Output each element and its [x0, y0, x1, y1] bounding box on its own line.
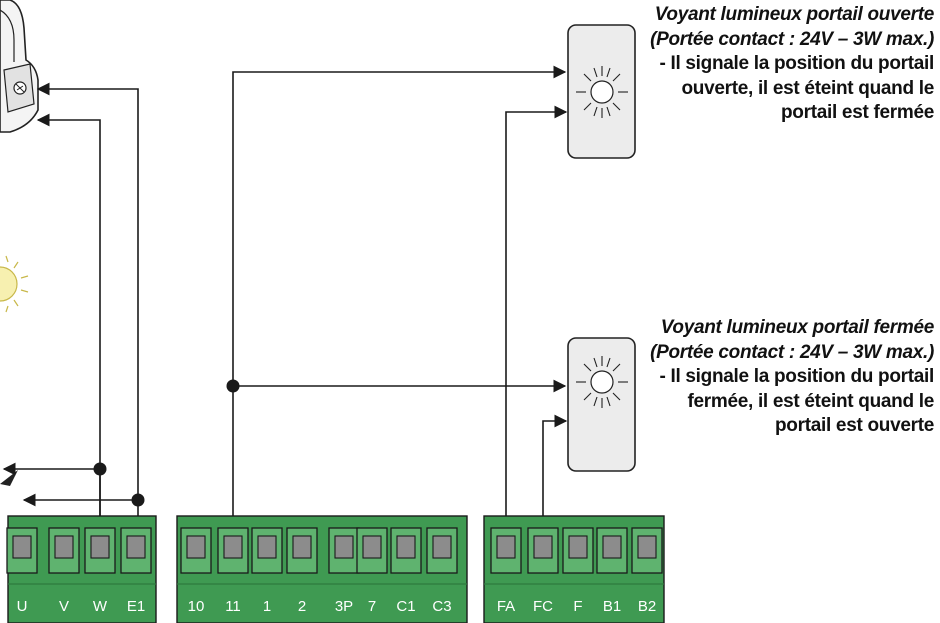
motor-icon	[0, 0, 39, 133]
terminal-screw	[257, 535, 277, 559]
terminal-label-u: U	[17, 598, 28, 615]
terminal-screw	[186, 535, 206, 559]
terminal-label-c1: C1	[396, 598, 415, 615]
lamp-icon	[567, 337, 636, 472]
junction-dots	[93, 379, 240, 507]
terminal-label-1: 1	[263, 598, 271, 615]
terminal-label-b1: B1	[603, 598, 621, 615]
wire-fa-lamp-open	[499, 105, 568, 555]
terminal-screw	[432, 535, 452, 559]
terminal-label-10: 10	[188, 598, 205, 615]
terminal-block-lamps: FA FC F B1 B2	[483, 515, 665, 623]
wire-e1-motor-upper	[36, 82, 139, 500]
terminal-screw	[223, 535, 243, 559]
wire-fc-lamp-closed	[536, 414, 568, 555]
lamp-closed-title: Voyant lumineux portail fermée (Portée c…	[650, 317, 934, 363]
wire-w-motor-lower	[36, 113, 101, 550]
lamp-open-title: Voyant lumineux portail ouverte (Portée …	[650, 4, 934, 50]
terminal-label-2: 2	[298, 598, 306, 615]
terminal-screw	[334, 535, 354, 559]
terminal-screw	[533, 535, 553, 559]
terminal-block-motor: U V W E1	[6, 515, 157, 623]
terminal-label-b2: B2	[638, 598, 656, 615]
terminal-label-e1: E1	[127, 598, 145, 615]
junction-e1	[131, 493, 145, 507]
terminal-screw	[602, 535, 622, 559]
terminal-screw	[90, 535, 110, 559]
terminal-screw	[396, 535, 416, 559]
terminal-label-7: 7	[368, 598, 376, 615]
terminal-label-11: 11	[225, 598, 241, 615]
wire-11-lamp-open	[226, 65, 567, 555]
terminal-label-c3: C3	[432, 598, 451, 615]
terminal-slot-fa	[490, 527, 522, 574]
terminal-screw	[637, 535, 657, 559]
lamp-icon	[567, 24, 636, 159]
terminal-screw	[12, 535, 32, 559]
lamp-open-description: Voyant lumineux portail ouverte (Portée …	[634, 3, 934, 126]
terminal-label-f: F	[573, 598, 582, 615]
terminal-label-v: V	[59, 598, 69, 615]
terminal-screw	[568, 535, 588, 559]
terminal-screw	[496, 535, 516, 559]
wires	[2, 65, 568, 555]
terminal-screw	[126, 535, 146, 559]
terminal-label-fa: FA	[497, 598, 515, 615]
lamp-closed-description: Voyant lumineux portail fermée (Portée c…	[634, 316, 934, 439]
terminal-screw	[54, 535, 74, 559]
terminal-label-fc: FC	[533, 598, 553, 615]
junction-w	[93, 462, 107, 476]
sun-icon	[0, 255, 29, 313]
lamp-open-body: - Il signale la position du portail ouve…	[659, 53, 934, 123]
terminal-label-w: W	[93, 598, 108, 615]
terminal-label-3p: 3P	[335, 598, 353, 615]
antenna-icon	[0, 470, 18, 486]
junction-11	[226, 379, 240, 393]
terminal-screw	[292, 535, 312, 559]
terminal-screw	[362, 535, 382, 559]
lamp-closed-body: - Il signale la position du portail ferm…	[659, 366, 934, 436]
